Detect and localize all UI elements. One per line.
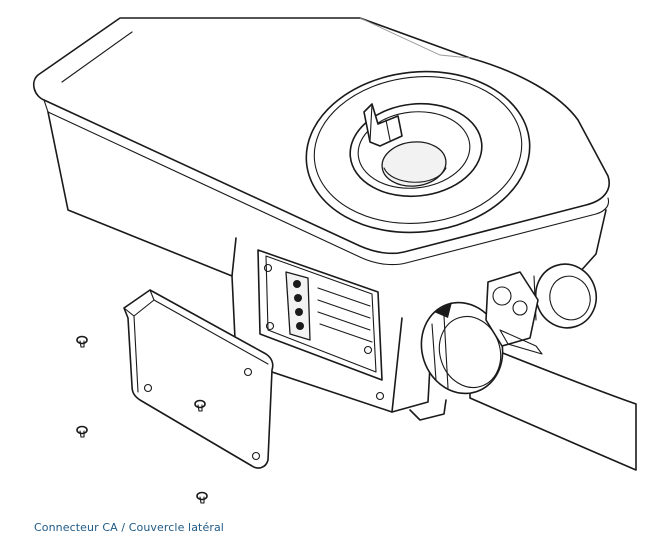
side-cover bbox=[123, 289, 274, 469]
screw-4 bbox=[196, 491, 208, 504]
loose-screws bbox=[76, 335, 208, 504]
terminal-compartment bbox=[257, 249, 385, 401]
charger-housing bbox=[32, 17, 610, 421]
screw-2 bbox=[76, 425, 88, 438]
charging-socket bbox=[305, 70, 531, 234]
exploded-view-illustration bbox=[32, 17, 637, 504]
figure-caption: Connecteur CA / Couvercle latéral bbox=[34, 521, 224, 534]
screw-1 bbox=[76, 335, 88, 348]
screw-3 bbox=[194, 399, 206, 412]
terminal-screws bbox=[293, 280, 304, 330]
cable-glands bbox=[420, 263, 637, 471]
